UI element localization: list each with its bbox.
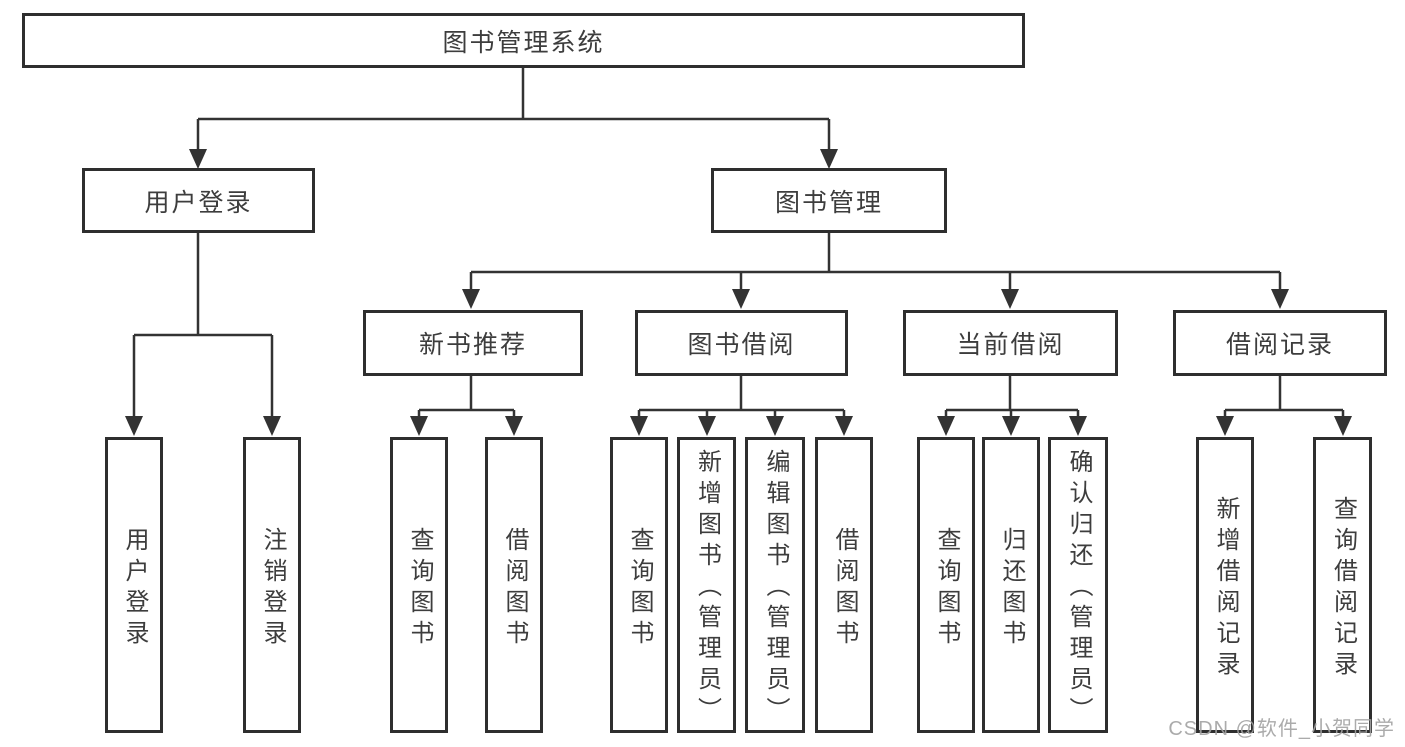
arrowhead-down-icon	[1001, 289, 1019, 309]
leaf-current-return-books: 归还图书	[982, 437, 1040, 733]
leaf-newbook-query-books: 查询图书	[390, 437, 448, 733]
node-book-borrow: 图书借阅	[635, 310, 848, 376]
node-label: 查询图书	[406, 526, 433, 651]
node-label: 图书管理系统	[442, 28, 605, 57]
node-label: 注销登录	[259, 526, 286, 651]
leaf-records-query-borrow-record: 查询借阅记录	[1313, 437, 1372, 733]
arrowhead-down-icon	[1271, 289, 1289, 309]
node-label: 借阅图书	[501, 526, 528, 651]
arrowhead-down-icon	[462, 289, 480, 309]
arrowhead-down-icon	[698, 416, 716, 436]
arrowhead-down-icon	[505, 416, 523, 436]
node-label: 图书管理	[774, 188, 883, 217]
node-label: 查询图书	[626, 526, 653, 651]
leaf-borrow-add-book-admin: 新增图书（管理员）	[677, 437, 736, 733]
node-label: 编辑图书（管理员）	[762, 449, 789, 728]
arrowhead-down-icon	[1002, 416, 1020, 436]
arrowhead-down-icon	[410, 416, 428, 436]
node-label: 用户登录	[121, 526, 148, 651]
node-label: 借阅记录	[1225, 331, 1334, 359]
node-new-book-recommend: 新书推荐	[363, 310, 583, 376]
arrowhead-down-icon	[1334, 416, 1352, 436]
arrowhead-down-icon	[263, 416, 281, 436]
node-borrow-records: 借阅记录	[1173, 310, 1387, 376]
node-label: 查询图书	[933, 526, 960, 651]
node-book-management: 图书管理	[711, 168, 947, 233]
node-label: 图书借阅	[687, 331, 796, 359]
leaf-newbook-borrow-books: 借阅图书	[485, 437, 543, 733]
node-label: 确认归还（管理员）	[1065, 449, 1092, 728]
arrowhead-down-icon	[835, 416, 853, 436]
node-label: 新增借阅记录	[1212, 495, 1239, 682]
node-user-login: 用户登录	[82, 168, 315, 233]
leaf-borrow-query-books: 查询图书	[610, 437, 668, 733]
node-label: 新书推荐	[418, 331, 527, 359]
leaf-user-login: 用户登录	[105, 437, 163, 733]
node-label: 用户登录	[144, 188, 253, 217]
arrowhead-down-icon	[732, 289, 750, 309]
arrowhead-down-icon	[630, 416, 648, 436]
node-current-borrow: 当前借阅	[903, 310, 1118, 376]
node-label: 归还图书	[998, 526, 1025, 651]
arrowhead-down-icon	[820, 149, 838, 169]
node-label: 新增图书（管理员）	[693, 449, 721, 728]
node-label: 当前借阅	[956, 331, 1065, 359]
arrowhead-down-icon	[766, 416, 784, 436]
arrowhead-down-icon	[1069, 416, 1087, 436]
node-label: 查询借阅记录	[1329, 495, 1357, 682]
arrowhead-down-icon	[1216, 416, 1234, 436]
leaf-records-add-borrow-record: 新增借阅记录	[1196, 437, 1254, 733]
leaf-logout: 注销登录	[243, 437, 301, 733]
leaf-borrow-edit-book-admin: 编辑图书（管理员）	[745, 437, 805, 733]
node-root: 图书管理系统	[22, 13, 1025, 68]
arrowhead-down-icon	[189, 149, 207, 169]
node-label: 借阅图书	[831, 526, 858, 651]
arrowhead-down-icon	[937, 416, 955, 436]
arrowhead-down-icon	[125, 416, 143, 436]
leaf-borrow-borrow-books: 借阅图书	[815, 437, 873, 733]
leaf-current-query-books: 查询图书	[917, 437, 975, 733]
csdn-watermark: CSDN @软件_小贺同学	[1168, 718, 1395, 740]
leaf-current-confirm-return-admin: 确认归还（管理员）	[1048, 437, 1108, 733]
